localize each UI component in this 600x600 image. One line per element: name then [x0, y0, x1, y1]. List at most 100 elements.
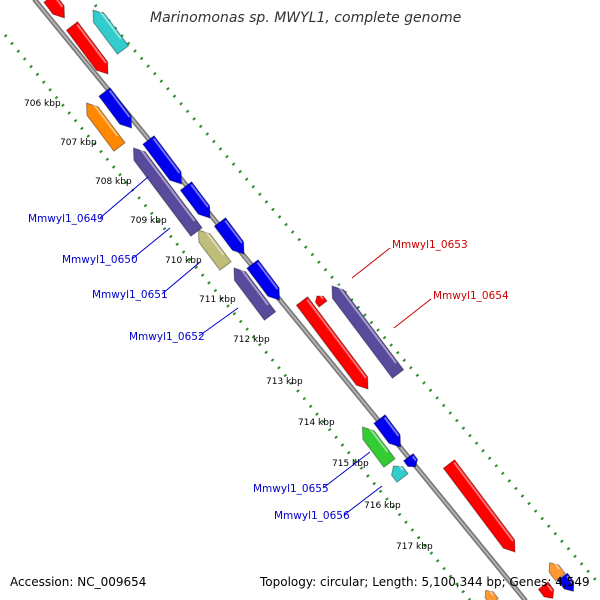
gene-label-Mmwyl1_0653: Mmwyl1_0653	[392, 239, 468, 251]
gene-purple-0654	[331, 283, 405, 379]
gene-features	[43, 0, 575, 600]
gene-red-upper-highlight	[76, 23, 107, 64]
gene-khaki-0651-highlight	[202, 227, 225, 256]
tick-label-709-kbp: 709 kbp	[130, 216, 167, 226]
gene-label-leaders	[99, 176, 432, 516]
gene-red-edge-highlight	[546, 584, 553, 592]
gene-blue-2-highlight	[152, 137, 181, 174]
gene-purple-0652-highlight	[238, 265, 269, 306]
tick-label-713-kbp: 713 kbp	[266, 377, 303, 387]
gene-blue-6-shape	[373, 414, 402, 448]
gene-red-top-shape	[43, 0, 66, 19]
gene-label-Mmwyl1_0651: Mmwyl1_0651	[92, 289, 168, 301]
gene-blue-5	[246, 259, 281, 301]
genome-summary-text: Topology: circular; Length: 5,100,344 bp…	[260, 575, 590, 589]
gene-green-0655-highlight	[366, 424, 389, 453]
gene-orange-edge	[548, 561, 566, 582]
leader-Mmwyl1_0649	[99, 176, 149, 219]
gene-orange-edge-highlight	[553, 561, 561, 570]
gene-red-top-highlight	[53, 0, 64, 8]
map-title: Marinomonas sp. MWYL1, complete genome	[150, 10, 462, 26]
gene-red-small-shape	[314, 295, 328, 308]
dotted-guide-line-2	[93, 4, 600, 586]
gene-red-0653	[295, 296, 369, 390]
gene-blue-small	[402, 452, 419, 468]
gene-blue-2-shape	[142, 135, 183, 185]
gene-blue-5-highlight	[256, 261, 279, 290]
gene-blue-5-shape	[246, 259, 281, 301]
tick-label-710-kbp: 710 kbp	[165, 256, 202, 266]
gene-blue-small-shape	[402, 452, 419, 468]
gene-green-0655-shape	[361, 426, 396, 468]
gene-blue-3-highlight	[190, 183, 209, 208]
gene-blue-2	[142, 135, 183, 185]
gene-red-edge-shape	[537, 581, 555, 599]
leader-Mmwyl1_0654	[393, 298, 432, 329]
gene-blue-edge-shape	[557, 572, 575, 592]
tick-label-714-kbp: 714 kbp	[298, 418, 335, 428]
gene-label-Mmwyl1_0650: Mmwyl1_0650	[62, 254, 138, 266]
gene-red-upper	[65, 21, 109, 75]
gene-red-lower-shape	[442, 459, 516, 553]
gene-cyan-upper	[92, 7, 130, 55]
accession-text: Accession: NC_009654	[10, 575, 147, 589]
leader-Mmwyl1_0656	[343, 485, 383, 516]
gene-blue-1-highlight	[108, 89, 131, 118]
leader-Mmwyl1_0651	[161, 261, 201, 295]
gene-blue-4-shape	[213, 217, 245, 255]
gene-orange-highlight	[90, 100, 119, 137]
gene-red-lower-highlight	[453, 461, 514, 542]
gene-green-0655	[361, 424, 396, 468]
gene-label-Mmwyl1_0652: Mmwyl1_0652	[129, 331, 205, 343]
leader-Mmwyl1_0655	[322, 451, 371, 489]
gene-orange-edge-2-highlight	[488, 589, 495, 596]
tick-label-711-kbp: 711 kbp	[199, 295, 236, 305]
gene-label-Mmwyl1_0649: Mmwyl1_0649	[28, 213, 104, 225]
gene-cyan-0656-highlight	[397, 464, 404, 471]
gene-blue-6	[373, 414, 402, 448]
dotted-guide-line-1	[3, 34, 472, 600]
gene-purple-0652-shape	[233, 267, 277, 321]
tick-label-715-kbp: 715 kbp	[332, 459, 369, 469]
tick-label-712-kbp: 712 kbp	[233, 335, 270, 345]
gene-khaki-0651-shape	[197, 229, 232, 271]
gene-blue-3-shape	[179, 181, 211, 219]
gene-red-top	[43, 0, 66, 19]
gene-blue-small-highlight	[412, 455, 417, 462]
gene-red-0653-highlight	[306, 298, 367, 379]
gene-blue-3	[179, 181, 211, 219]
gene-label-Mmwyl1_0655: Mmwyl1_0655	[253, 483, 329, 495]
tick-labels: 706 kbp 707 kbp 708 kbp 709 kbp 710 kbp 711 k…	[24, 99, 433, 552]
gene-cyan-0656-shape	[390, 465, 409, 483]
tick-label-707-kbp: 707 kbp	[60, 138, 97, 148]
gene-purple-0649	[132, 145, 203, 237]
gene-orange-edge-2	[484, 589, 499, 600]
gene-orange-shape	[85, 102, 126, 152]
gene-blue-1-shape	[98, 87, 133, 129]
gene-khaki-0651	[197, 227, 232, 271]
gene-labels: Mmwyl1_0649Mmwyl1_0650Mmwyl1_0651Mmwyl1_…	[28, 213, 509, 522]
gene-purple-0652	[233, 265, 277, 321]
gene-blue-4	[213, 217, 245, 255]
gene-blue-edge-highlight	[566, 575, 574, 584]
gene-red-0653-shape	[295, 296, 369, 390]
gene-purple-0649-highlight	[137, 145, 196, 222]
gene-blue-edge	[557, 572, 575, 592]
tick-label-706-kbp: 706 kbp	[24, 99, 61, 109]
gene-red-small	[314, 295, 328, 308]
gene-red-upper-shape	[65, 21, 109, 75]
gene-cyan-upper-shape	[92, 9, 130, 55]
gene-label-Mmwyl1_0654: Mmwyl1_0654	[433, 290, 509, 302]
gene-orange	[85, 100, 126, 152]
gene-orange-edge-2-shape	[484, 589, 499, 600]
tick-label-717-kbp: 717 kbp	[396, 542, 433, 552]
tick-dot-lines	[3, 4, 600, 600]
gene-purple-0654-highlight	[336, 283, 397, 364]
gene-red-small-highlight	[319, 295, 324, 300]
gene-purple-0654-shape	[331, 285, 405, 379]
gene-red-lower	[442, 459, 516, 553]
leader-Mmwyl1_0650	[131, 227, 171, 260]
tick-label-708-kbp: 708 kbp	[95, 177, 132, 187]
gene-cyan-0656	[390, 464, 409, 483]
